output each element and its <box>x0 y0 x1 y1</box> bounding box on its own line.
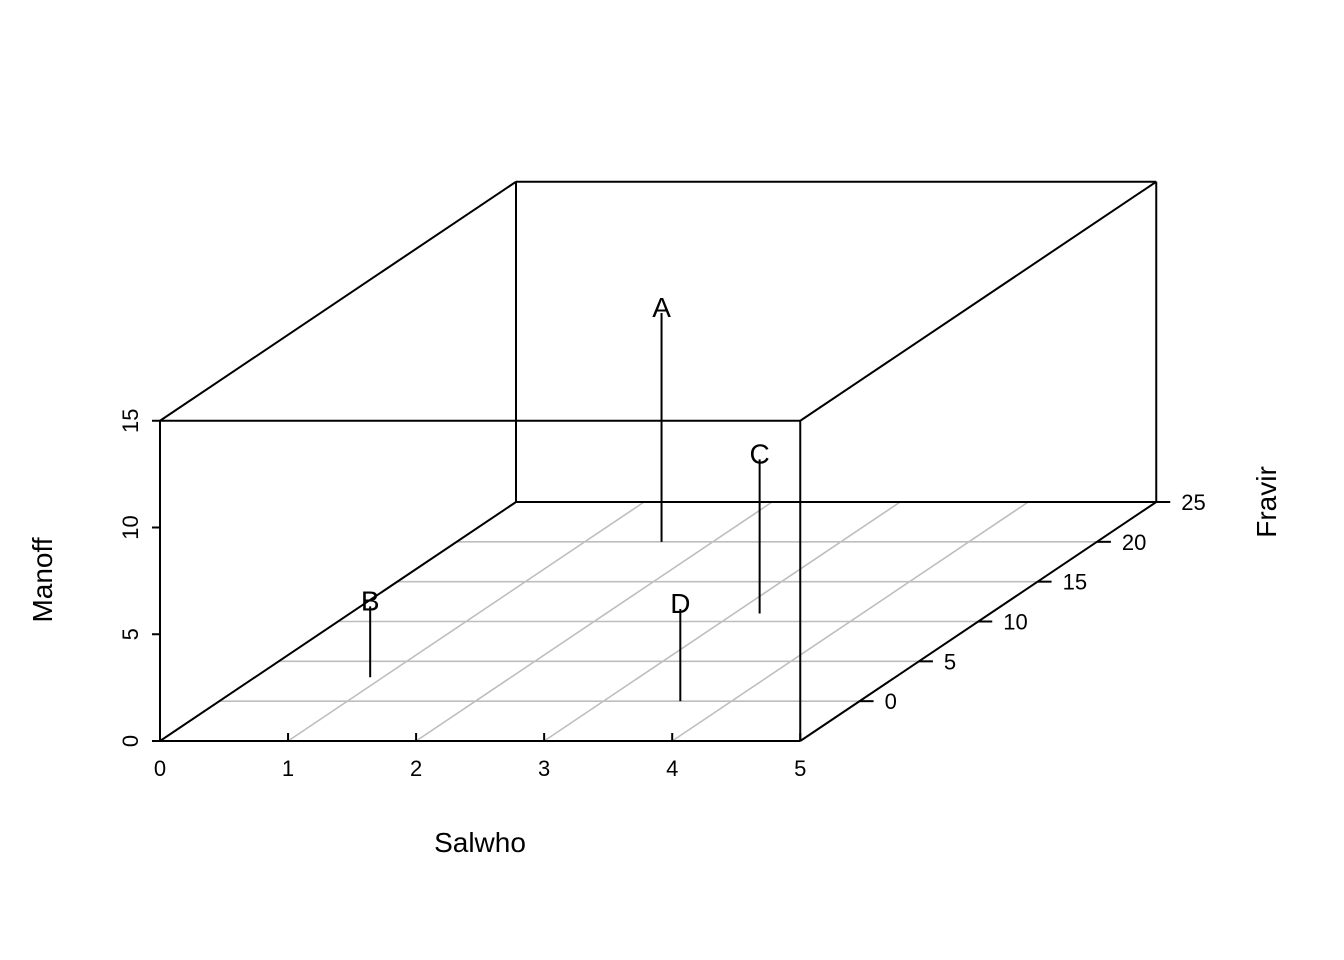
box-edge <box>799 180 1157 422</box>
box-edge <box>159 501 517 742</box>
box-edge <box>159 180 517 422</box>
axis-ticks: 0 1 2 3 4 5 0 5 10 15 0 5 10 15 20 25 <box>118 409 1206 781</box>
floor-grid <box>219 501 1097 742</box>
x-tick-label: 3 <box>538 756 550 781</box>
x-tick-label: 1 <box>282 756 294 781</box>
y-axis-title: Fravir <box>1251 466 1282 538</box>
x-tick-label: 4 <box>666 756 678 781</box>
z-axis-title: Manoff <box>27 537 58 622</box>
x-tick-label: 2 <box>410 756 422 781</box>
y-tick-label: 15 <box>1063 570 1087 595</box>
z-tick-label: 15 <box>118 409 143 433</box>
data-points: A B C D <box>361 292 770 702</box>
x-tick-label: 0 <box>154 756 166 781</box>
z-tick-label: 0 <box>118 735 143 747</box>
x-axis-title: Salwho <box>434 827 526 858</box>
point-label-C: C <box>750 438 770 469</box>
point-label-A: A <box>652 292 671 323</box>
plot-box <box>159 180 1158 742</box>
y-tick-label: 5 <box>944 649 956 674</box>
x-tick-label: 5 <box>794 756 806 781</box>
y-tick-label: 10 <box>1003 610 1027 635</box>
y-tick-label: 20 <box>1122 530 1146 555</box>
point-label-B: B <box>361 585 380 616</box>
y-tick-label: 25 <box>1181 490 1205 515</box>
point-label-D: D <box>670 588 690 619</box>
y-tick-label: 0 <box>885 689 897 714</box>
z-tick-label: 5 <box>118 628 143 640</box>
z-tick-label: 10 <box>118 515 143 539</box>
